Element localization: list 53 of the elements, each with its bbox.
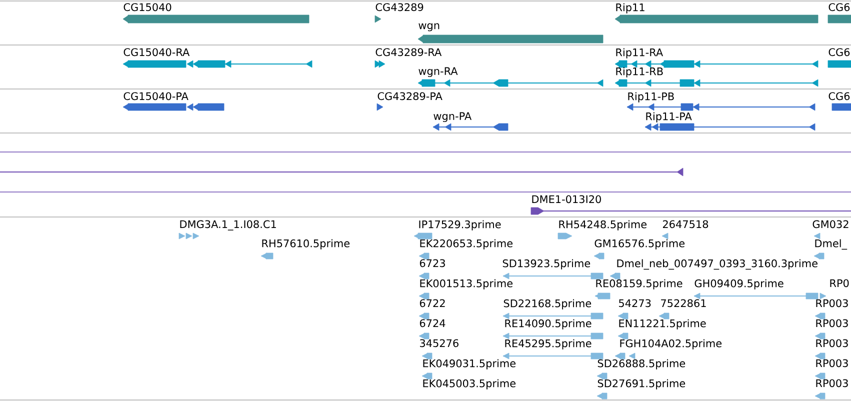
track-label: CG43289 (376, 3, 424, 12)
track-label: CG6 (828, 3, 850, 12)
track-label: EK049031.5prime (423, 359, 516, 370)
track-label: EN11221.5prime (619, 319, 706, 330)
track-label: wgn-RA (418, 67, 458, 77)
track-label: SD13923.5prime (502, 259, 590, 270)
track-label: CG15040 (124, 3, 172, 12)
track-label: SD27691.5prime (598, 379, 686, 390)
track-label: SD26888.5prime (598, 359, 686, 370)
track-label: GM032 (812, 220, 848, 228)
track-label: RP0 (830, 279, 849, 288)
track-label: Rip11 (616, 3, 644, 14)
track-label: RE45295.5prime (505, 339, 592, 350)
track-label: RE08159.5prime (596, 279, 682, 290)
track-label: CG43289-PA (378, 92, 442, 100)
track-label: 2647518 (662, 220, 708, 228)
track-label: wgn-PA (434, 112, 472, 122)
track-label: wgn (418, 23, 440, 32)
track-label: GM16576.5prime (594, 239, 684, 250)
track-label: EK220653.5prime (420, 239, 512, 250)
track-label: RH54248.5prime (559, 220, 646, 230)
track-label: 54273 (619, 299, 651, 308)
track-label: Rip11-PA (646, 112, 692, 122)
track-label: 6724 (420, 319, 446, 328)
track-label: CG15040-RA (124, 48, 190, 56)
track-label: 345276 (420, 339, 458, 348)
track-label: DMG3A.1_1.I08.C1 (180, 220, 276, 230)
track-label: CG43289-RA (376, 48, 442, 56)
track-label: SD22168.5prime (504, 299, 592, 310)
track-label: DME1-013I20 (532, 195, 601, 204)
track-label: RP003 (816, 359, 848, 368)
track-label: RP003 (816, 299, 848, 308)
track-label: CG15040-PA (124, 92, 188, 100)
track-label: Dmel_ (815, 239, 848, 250)
track-label: Dmel_neb_007497_0393_3160.3prime (617, 259, 818, 270)
track-label: EK001513.5prime (420, 279, 512, 290)
track-label: 6723 (420, 259, 445, 268)
track-label: 7522861 (661, 299, 706, 308)
track-label: RE14090.5prime (505, 319, 592, 330)
track-label: Rip11-RB (616, 67, 663, 78)
track-label: RP003 (816, 339, 848, 348)
track-label: EK045003.5prime (423, 379, 516, 390)
track-label: CG6 (828, 48, 850, 56)
track-label: RH57610.5prime (262, 239, 350, 250)
track-label: Rip11-PB (628, 92, 674, 102)
track-label: Rip11-RA (616, 48, 664, 58)
track-label: FGH104A02.5prime (620, 339, 722, 350)
track-label: RP003 (816, 319, 848, 328)
track-label: RP003 (816, 379, 848, 388)
track-label: IP17529.3prime (419, 220, 501, 230)
track-label: CG6 (828, 92, 850, 100)
track-label: GH09409.5prime (694, 279, 784, 290)
track-label: 6722 (420, 299, 445, 308)
